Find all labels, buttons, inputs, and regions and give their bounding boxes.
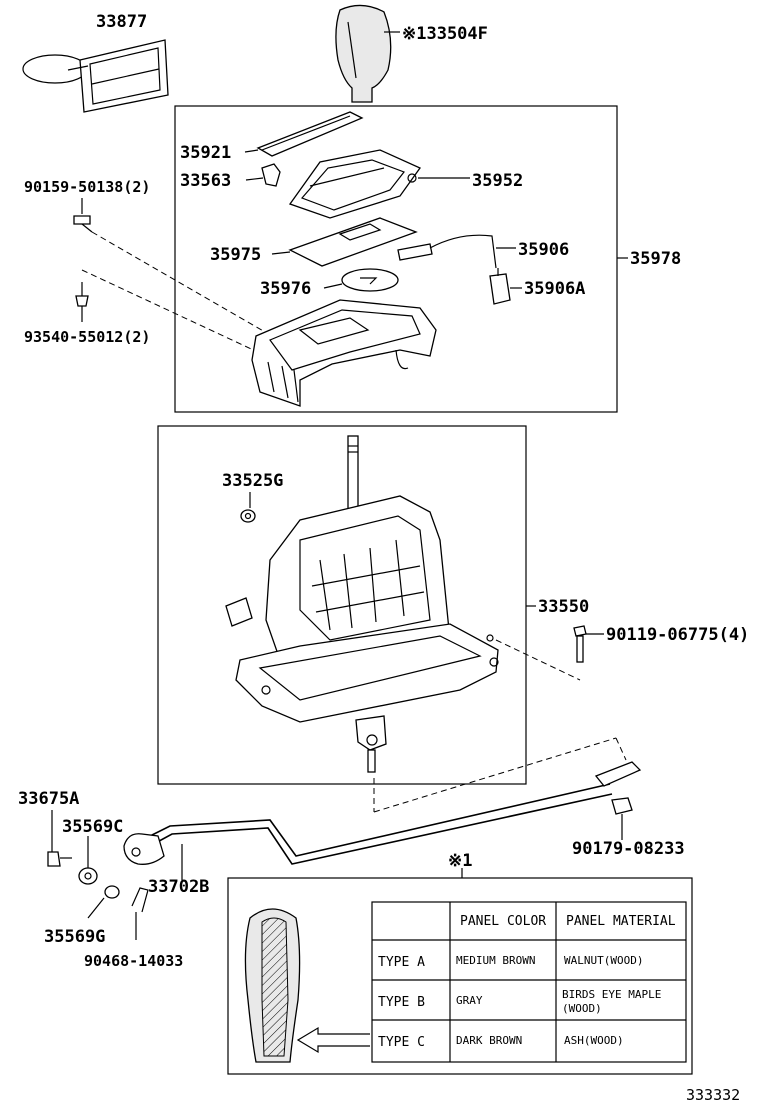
label-93540: 93540-55012(2) [24,328,150,346]
table-header-color: PANEL COLOR [460,914,546,929]
part-33504f-knob [335,4,400,103]
table-type-c: TYPE C [378,1035,425,1050]
label-35906a: 35906A [524,279,585,299]
label-35921: 35921 [180,143,231,163]
label-35978: 35978 [630,249,681,269]
table-material-c: ASH(WOOD) [564,1034,624,1047]
part-93540-fastener [75,269,263,355]
label-90179: 90179-08233 [572,839,685,859]
label-35569g: 35569G [44,927,105,947]
label-33675a: 33675A [18,789,79,809]
part-90468-clip [131,887,149,940]
part-35906-sensor [397,234,516,269]
alignment-line [373,737,617,813]
part-33550-shift-lever-assembly [225,435,499,773]
panel-table [371,901,687,1063]
part-33563-clip [245,163,281,187]
part-35952-housing [288,149,470,219]
label-35569c: 35569C [62,817,123,837]
part-33877-plate [22,39,169,113]
part-90179-nut [611,797,633,840]
table-color-b: GRAY [456,994,483,1007]
label-35975: 35975 [210,245,261,265]
part-35569c-bushing [78,836,98,885]
part-35569g-bushing [87,885,120,919]
label-33702b: 33702B [148,877,209,897]
table-type-b: TYPE B [378,995,425,1010]
label-90159: 90159-50138(2) [24,178,150,196]
label-33550: 33550 [538,597,589,617]
assembly-box-35978 [174,105,618,413]
part-33702b-control-rod [123,761,642,880]
label-33877: 33877 [96,12,147,32]
label-90468: 90468-14033 [84,952,183,970]
part-90159-bolt [73,198,273,337]
part-35975-panel [271,217,418,267]
label-35952: 35952 [472,171,523,191]
label-33563: 33563 [180,171,231,191]
label-90119: 90119-06775(4) [606,625,749,645]
table-header-material: PANEL MATERIAL [566,914,676,929]
knob-cross-section [244,908,301,1063]
assembly-box-33550 [157,425,527,785]
table-color-a: MEDIUM BROWN [456,954,535,967]
table-material-b-1: BIRDS EYE MAPLE [562,988,661,1001]
table-material-b-2: (WOOD) [562,1002,602,1015]
label-35976: 35976 [260,279,311,299]
part-35976-disc [323,268,399,292]
part-35906a-connector [489,268,522,305]
part-shift-cover-base [251,299,437,407]
part-90119-bolt [495,625,604,681]
part-33525g-washer [240,492,256,523]
alignment-line [615,737,627,761]
table-material-a: WALNUT(WOOD) [564,954,643,967]
note-box [227,877,693,1075]
figure-id: 333332 [686,1086,740,1104]
table-color-c: DARK BROWN [456,1034,522,1047]
label-33504f: ※133504F [402,24,488,44]
label-33525g: 33525G [222,471,283,491]
note-mark: ※1 [448,851,472,871]
part-33675a-bolt [47,810,72,867]
table-type-a: TYPE A [378,955,425,970]
arrow-to-table [296,1026,370,1054]
label-35906: 35906 [518,240,569,260]
part-35921-strip [244,111,364,157]
